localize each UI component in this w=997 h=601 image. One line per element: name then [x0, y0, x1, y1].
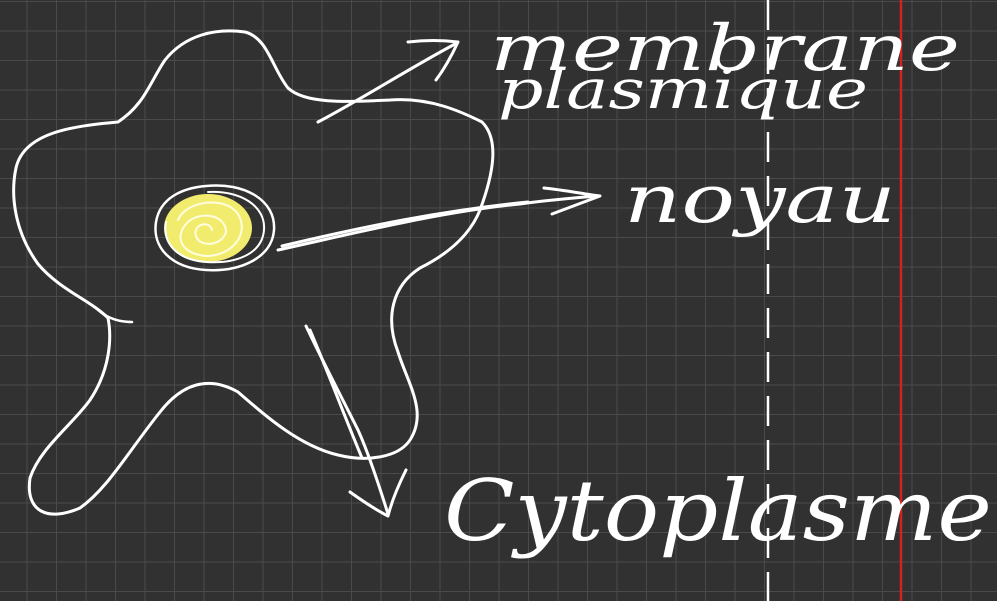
- cell-membrane-outline: [14, 31, 493, 514]
- nucleus: [155, 185, 274, 270]
- cytoplasme-arrow: [306, 326, 406, 516]
- membrane-notch-stroke: [96, 308, 132, 322]
- label-noyau: noyau: [624, 161, 896, 238]
- label-plasmique: plasmique: [498, 58, 868, 121]
- noyau-arrow: [278, 188, 600, 250]
- membrane-arrow: [318, 41, 458, 123]
- label-cytoplasme: Cytoplasme: [444, 462, 992, 560]
